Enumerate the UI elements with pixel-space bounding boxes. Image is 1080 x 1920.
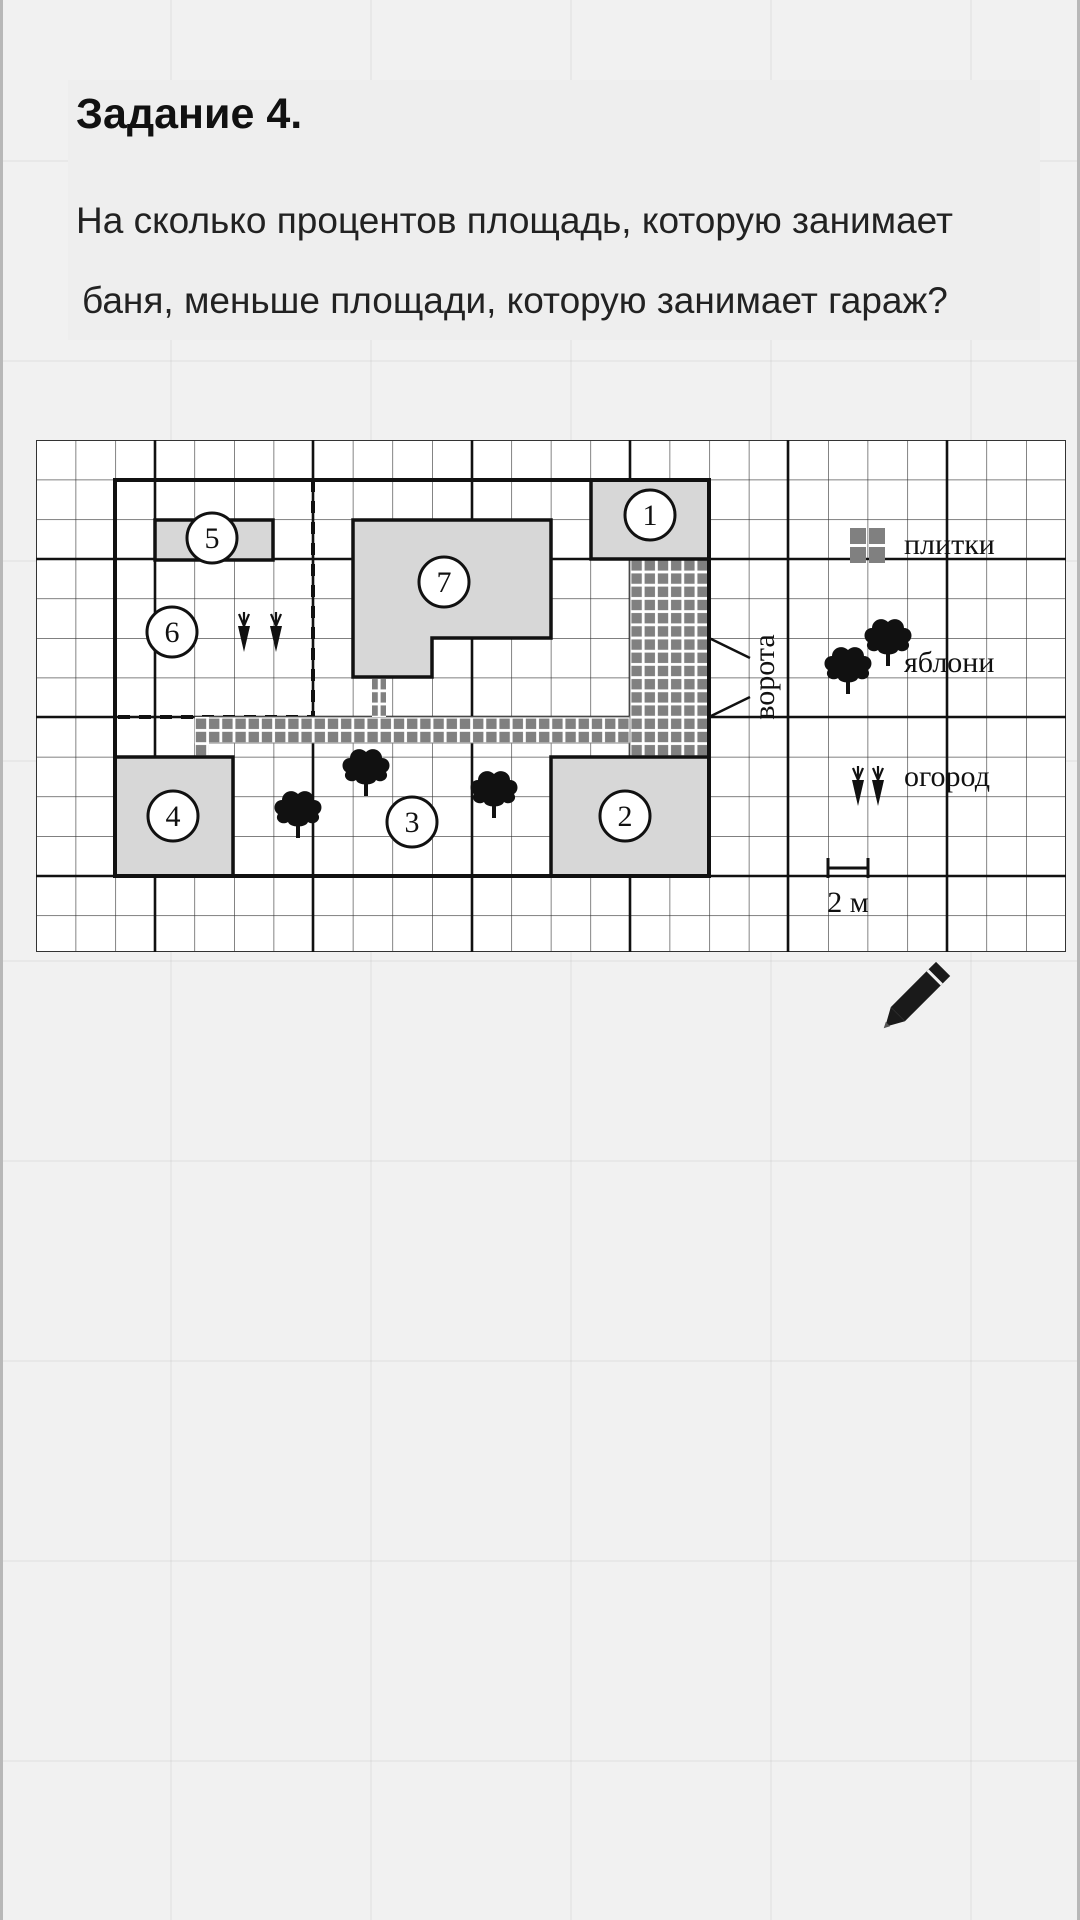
legend-tiles: плитки — [904, 528, 995, 561]
marker-2: 2 — [618, 800, 633, 833]
scale-bar — [826, 858, 870, 878]
tile-path-horizontal — [194, 716, 631, 744]
window-right-edge — [1077, 0, 1080, 1920]
task-question-line-2: баня, меньше площади, которую занимает г… — [82, 280, 948, 321]
tile-path-gap — [195, 717, 209, 757]
window-left-edge — [0, 0, 3, 1920]
plot-boundary — [113, 478, 711, 878]
scale-label: 2 м — [827, 886, 869, 919]
task-title: Задание 4. — [76, 90, 303, 138]
legend-garden: огород — [904, 760, 990, 793]
task-question-line-1: На сколько процентов площадь, которую за… — [76, 200, 953, 241]
site-plan: ворота 1 2 3 4 5 6 7 — [36, 440, 1066, 952]
gate-label: ворота — [748, 634, 781, 719]
marker-3: 3 — [405, 806, 420, 839]
tile-path-to-house — [372, 677, 386, 717]
legend: плитки яблони огород 2 м — [824, 528, 995, 919]
marker-5: 5 — [205, 522, 220, 555]
legend-apple-trees: яблони — [904, 646, 994, 679]
marker-7: 7 — [437, 566, 452, 599]
pencil-icon[interactable] — [862, 950, 962, 1050]
marker-4: 4 — [166, 800, 181, 833]
marker-6: 6 — [165, 616, 180, 649]
gate — [708, 636, 751, 719]
tile-icon — [850, 528, 885, 563]
tile-path-vertical — [629, 558, 710, 758]
marker-1: 1 — [643, 499, 658, 532]
task-card: Задание 4. На сколько процентов площадь,… — [68, 80, 1040, 340]
